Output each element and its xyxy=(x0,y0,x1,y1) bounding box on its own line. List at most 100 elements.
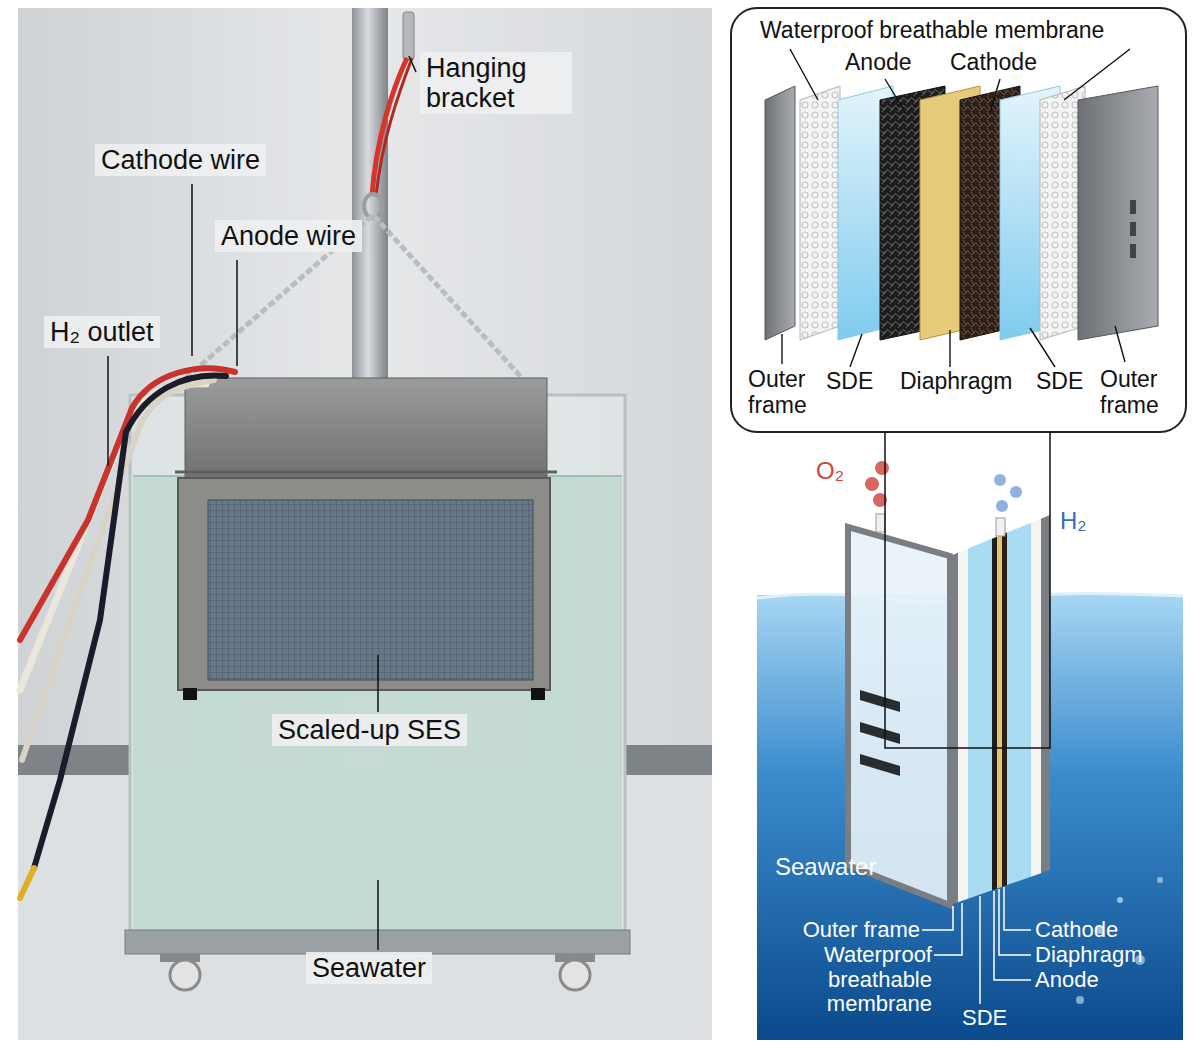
electrolyser-device-part xyxy=(1007,523,1031,885)
slot-mark-part xyxy=(1130,244,1136,258)
electrolyser-device-part xyxy=(876,514,885,532)
leader-line-part xyxy=(191,184,193,356)
leader-line-part xyxy=(377,655,379,712)
h2-bubbles-part xyxy=(996,500,1008,512)
leader-line-part xyxy=(885,79,905,112)
leader-line-part xyxy=(990,79,1000,112)
leader-line-part xyxy=(236,260,238,366)
ses-module-part xyxy=(178,478,550,690)
ses-module-part xyxy=(208,500,533,680)
lab-photo-part xyxy=(352,8,388,393)
exploded-view-part xyxy=(765,86,795,340)
slot-mark xyxy=(1130,200,1136,258)
electrolyser-device-part xyxy=(860,690,900,712)
leader-line xyxy=(108,56,416,950)
slot-mark-part xyxy=(1130,222,1136,236)
layer-label: Anode xyxy=(1035,968,1099,993)
slot-mark-part xyxy=(1130,200,1136,214)
electrolyser-device-part xyxy=(860,754,900,776)
leader-line-part xyxy=(1064,49,1130,100)
leader-line-part xyxy=(999,889,1031,955)
ses-module-part xyxy=(175,471,557,474)
callout-pointer-part xyxy=(885,432,1050,748)
leader-line-part xyxy=(1115,326,1125,362)
sea-illustration xyxy=(757,440,1183,1040)
h2-bubbles-part xyxy=(994,474,1006,486)
electrolyser-device-part xyxy=(860,722,900,744)
part-label: Hanging bracket xyxy=(420,52,572,114)
layer-label: SDE xyxy=(826,369,873,395)
electrolyser-device-part xyxy=(958,549,968,903)
part-label: Seawater xyxy=(306,952,432,984)
ses-module-part xyxy=(185,378,547,478)
wires-and-tubes-part xyxy=(34,375,226,868)
part-label: H₂ outlet xyxy=(44,316,160,348)
part-label: Scaled-up SES xyxy=(272,714,467,746)
layer-label: Diaphragm xyxy=(1035,943,1143,968)
callout-pointer xyxy=(885,432,1050,748)
electrolyser-device-part xyxy=(997,535,1002,889)
layer-label: Outer frame xyxy=(778,918,920,943)
electrolyser-device-part xyxy=(950,553,958,905)
leader-line-part xyxy=(409,56,416,72)
leader-line-part xyxy=(934,903,962,955)
hanging-bracket-part xyxy=(364,194,382,218)
h2-bubbles-part xyxy=(1010,486,1022,498)
o2-bubbles-part xyxy=(865,477,879,491)
seawater-tank-part xyxy=(133,476,622,930)
ses-module xyxy=(175,378,557,700)
layer-label: Diaphragm xyxy=(900,369,1013,395)
ses-module-part xyxy=(531,688,545,700)
leader-line-part xyxy=(377,880,379,950)
leader-line-part xyxy=(1004,887,1031,930)
part-label: Anode wire xyxy=(215,220,362,252)
layer-label: Anode xyxy=(845,50,912,76)
hanging-bracket-part xyxy=(376,58,412,196)
layer-label: Cathode xyxy=(1035,918,1118,943)
exploded-view-part xyxy=(1078,86,1158,340)
lab-photo xyxy=(18,8,712,1040)
gas-label: O₂ xyxy=(816,458,844,485)
layer-label: SDE xyxy=(962,1006,1007,1031)
h2-bubbles xyxy=(994,474,1022,512)
leader-line-part xyxy=(107,356,109,466)
exploded-view xyxy=(731,8,1186,432)
layer-label: Outer frame xyxy=(1100,367,1174,419)
hanging-bracket-part xyxy=(186,216,372,378)
leader-line-part xyxy=(994,891,1031,980)
leader-line-part xyxy=(922,906,953,930)
seawater-tank-part xyxy=(170,960,200,990)
layer-label: Waterproof breathable membrane xyxy=(760,18,1104,44)
wires-and-tubes-part xyxy=(20,868,34,898)
electrolyser-device-part xyxy=(848,527,950,905)
leader-line-part xyxy=(781,334,782,364)
part-label: Cathode wire xyxy=(95,144,266,176)
leader-line-part xyxy=(790,49,818,100)
sea-illustration-part xyxy=(1157,877,1163,883)
electrolyser-device-part xyxy=(968,539,992,899)
sea-illustration-part xyxy=(1076,996,1084,1004)
electrolyser-device-part xyxy=(1041,515,1050,873)
gas-label: H₂ xyxy=(1060,508,1087,535)
electrolyser-device-part xyxy=(1002,533,1007,887)
lab-photo-part xyxy=(18,745,130,775)
lab-photo-part xyxy=(18,8,712,1040)
exploded-view-part xyxy=(731,8,1186,432)
leader-line-part xyxy=(1030,328,1055,367)
wires-and-tubes-part xyxy=(20,368,235,640)
seawater-tank-part xyxy=(560,960,590,990)
seawater-tank xyxy=(125,395,630,990)
layer-label: Outer frame xyxy=(748,367,822,419)
o2-bubbles-part xyxy=(875,461,889,475)
exploded-view-part xyxy=(800,86,840,340)
leader-line-part xyxy=(850,334,862,367)
electrolyser-device xyxy=(848,461,1050,905)
layer-label: Waterproof breathable membrane xyxy=(790,943,932,1017)
lab-photo-part xyxy=(625,745,712,775)
region-label: Seawater xyxy=(775,854,876,881)
electrolyser-device-part xyxy=(996,518,1005,536)
layer-label: Cathode xyxy=(950,50,1037,76)
leader-line-part xyxy=(949,330,950,367)
wires-and-tubes xyxy=(20,368,235,898)
